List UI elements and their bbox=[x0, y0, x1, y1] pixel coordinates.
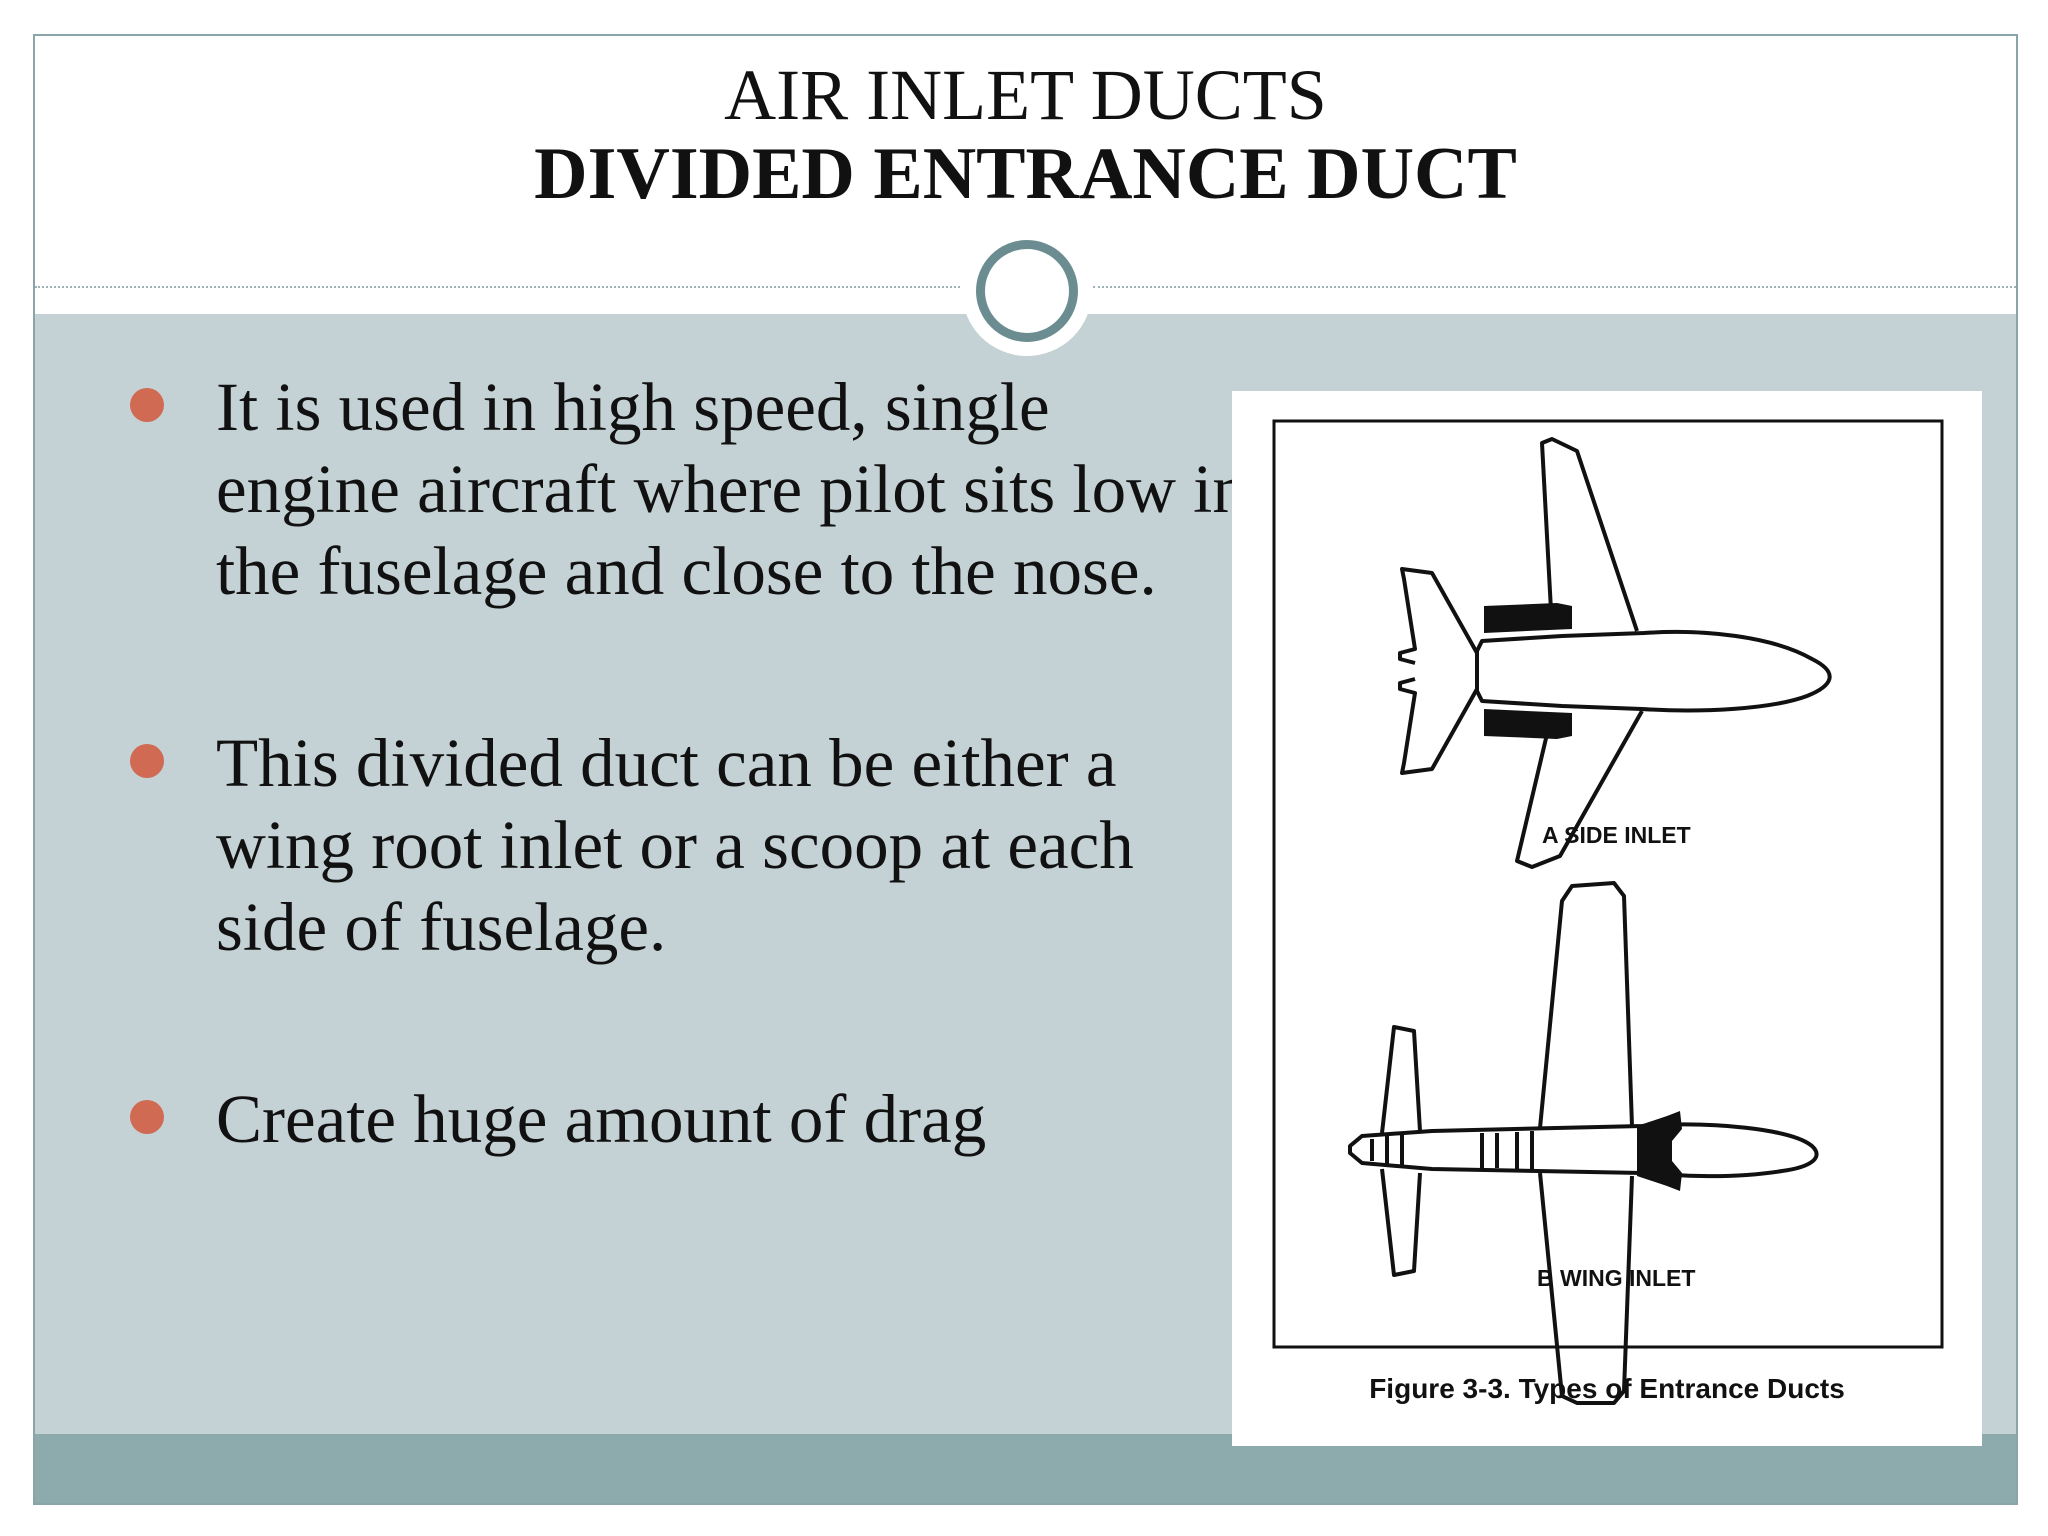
divider-left bbox=[35, 286, 960, 288]
circle-ornament-icon bbox=[976, 240, 1078, 342]
wing-inlet-duct bbox=[1637, 1111, 1682, 1191]
entrance-ducts-figure: A SIDE INLET B WING INLET Figure 3-3. Ty… bbox=[1272, 419, 1944, 1405]
bullet-item: This divided duct can be either a wing r… bbox=[130, 722, 1250, 968]
figure-caption: Figure 3-3. Types of Entrance Ducts bbox=[1369, 1373, 1845, 1404]
divider-right bbox=[1093, 286, 2016, 288]
side-inlet-aircraft-icon bbox=[1398, 437, 1832, 869]
bullet-dot-icon bbox=[130, 1100, 164, 1134]
label-side-inlet: A SIDE INLET bbox=[1542, 822, 1691, 848]
slide-title: AIR INLET DUCTS bbox=[724, 55, 1327, 135]
bullet-list: It is used in high speed, single engine … bbox=[130, 366, 1250, 1160]
side-inlet-duct-upper bbox=[1484, 603, 1572, 633]
bullet-text: This divided duct can be either a wing r… bbox=[216, 725, 1134, 965]
figure-border bbox=[1272, 419, 1944, 1349]
bullet-dot-icon bbox=[130, 388, 164, 422]
bullet-item: Create huge amount of drag bbox=[130, 1078, 1250, 1160]
figure-panel: A SIDE INLET B WING INLET Figure 3-3. Ty… bbox=[1232, 391, 1982, 1446]
bullet-dot-icon bbox=[130, 744, 164, 778]
slide-subtitle: DIVIDED ENTRANCE DUCT bbox=[534, 133, 1517, 215]
bullet-text: It is used in high speed, single engine … bbox=[216, 369, 1247, 609]
slide: AIR INLET DUCTS DIVIDED ENTRANCE DUCT It… bbox=[33, 34, 2018, 1505]
label-wing-inlet: B WING INLET bbox=[1537, 1265, 1695, 1291]
side-inlet-duct-lower bbox=[1484, 709, 1572, 739]
wing-inlet-aircraft-icon bbox=[1348, 881, 1819, 1405]
bullet-text: Create huge amount of drag bbox=[216, 1081, 987, 1157]
bullet-item: It is used in high speed, single engine … bbox=[130, 366, 1250, 612]
